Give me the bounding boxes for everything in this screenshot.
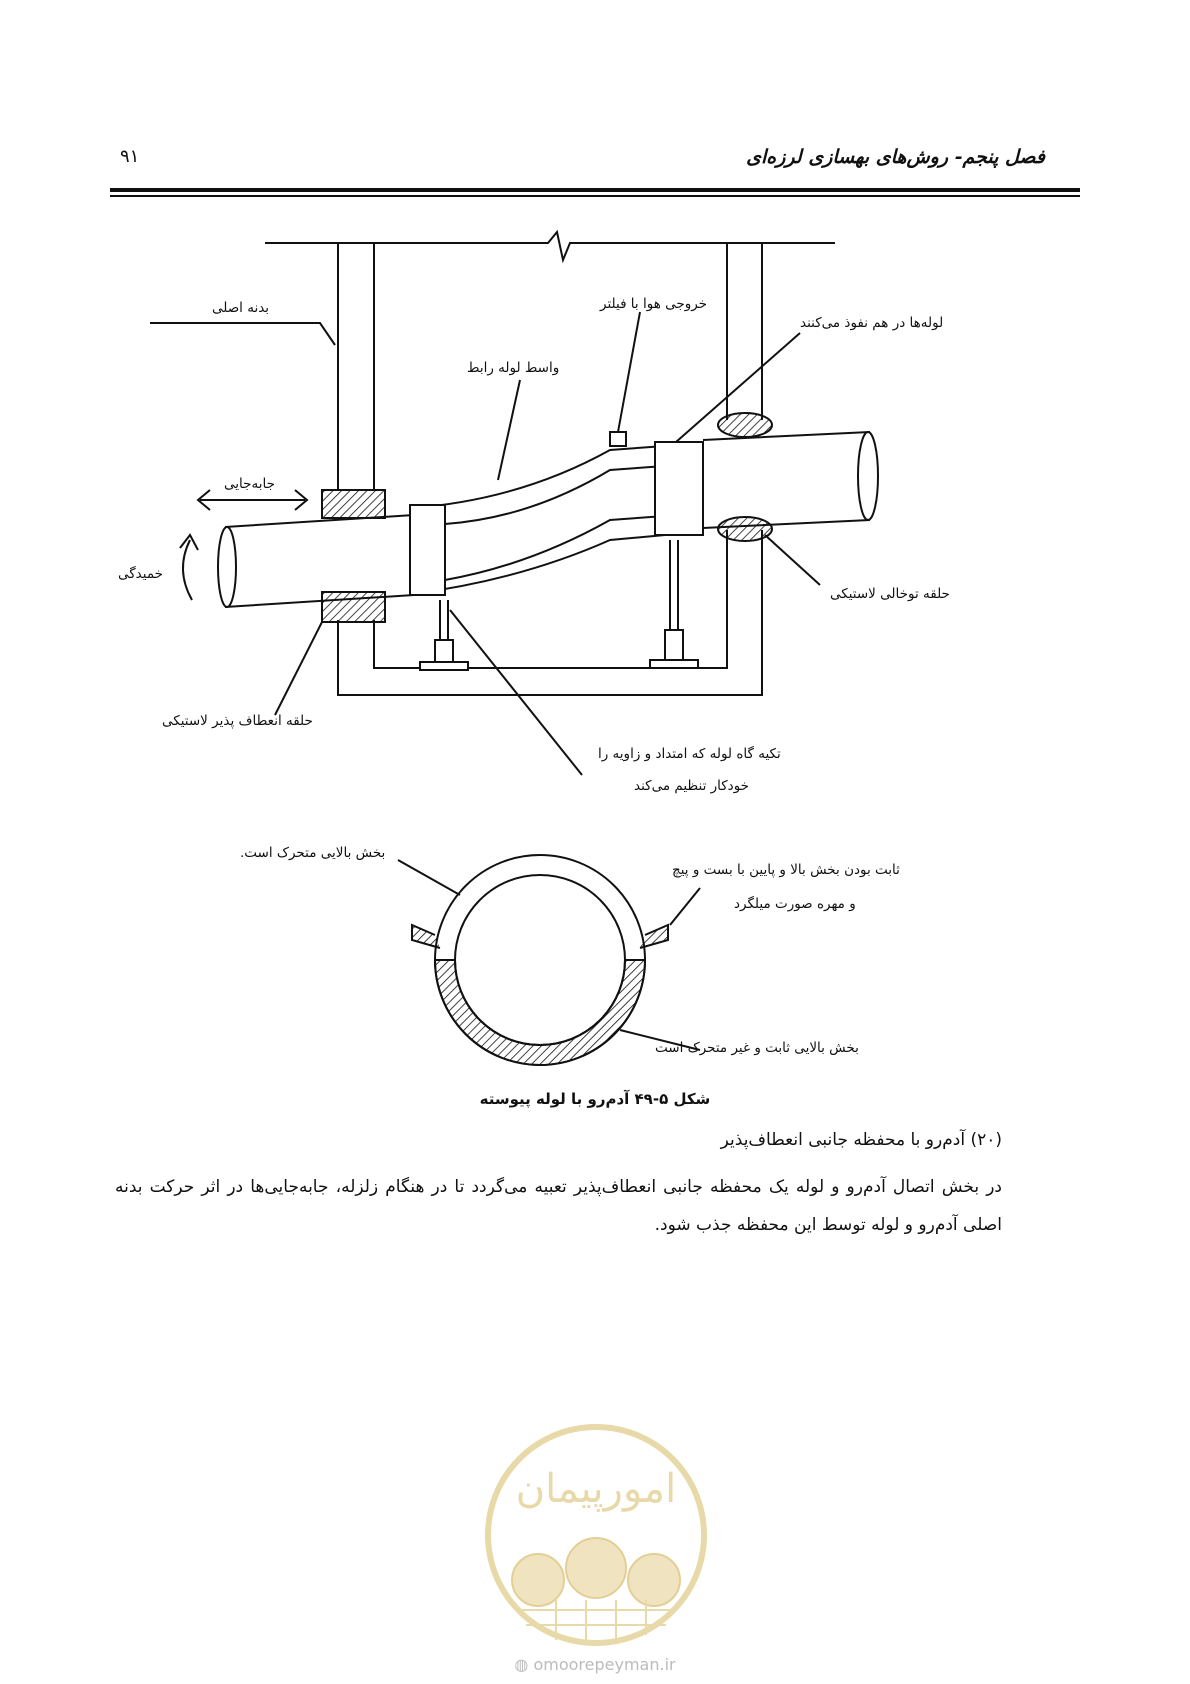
- watermark-logo: امورپیمان: [485, 1424, 707, 1646]
- label-bending: خمیدگی: [118, 566, 163, 582]
- header-rule-thin: [110, 195, 1080, 197]
- support-right: [649, 540, 699, 669]
- bending-arrow: [179, 533, 199, 601]
- figure-caption: شکل ۵-۴۹ آدم‌رو با لوله پیوسته: [479, 1090, 711, 1108]
- right-ring-bottom: [717, 516, 773, 542]
- right-pipe: [702, 431, 871, 529]
- page-number: ۹۱: [120, 146, 140, 167]
- manhole-base: [337, 530, 763, 696]
- top-slab-line: [265, 229, 835, 264]
- header-rule-thick: [110, 188, 1080, 192]
- displacement-arrow: [196, 489, 309, 511]
- watermark-logo-text: امورپیمان: [516, 1466, 676, 1512]
- watermark-url-text: omoorepeyman.ir: [533, 1655, 676, 1674]
- label-upper-movable: بخش بالایی متحرک است.: [240, 845, 386, 861]
- label-displacement: جابه‌جایی: [224, 476, 275, 492]
- label-main-body: بدنه اصلی: [212, 300, 270, 316]
- body-paragraph: در بخش اتصال آدم‌رو و لوله یک محفظه جانب…: [115, 1177, 1002, 1235]
- section-item-heading: (۲۰) آدم‌رو با محفظه جانبی انعطاف‌پذیر: [720, 1130, 1002, 1150]
- label-fixed-clamp-line1: ثابت بودن بخش بالا و پایین با بست و پیچ: [672, 862, 900, 878]
- label-coupling: واسط لوله رابط: [467, 360, 560, 376]
- pipe-cross-section: [397, 854, 701, 1066]
- label-pipes-penetrate: لوله‌ها در هم نفوذ می‌کنند: [800, 315, 944, 331]
- left-ring-top: [321, 489, 386, 519]
- globe-icon: ◍: [514, 1655, 529, 1674]
- label-fixed-clamp-line2: و مهره صورت میلگرد: [734, 896, 856, 912]
- label-support-line1: تکیه گاه لوله که امتداد و زاویه را: [598, 746, 781, 762]
- label-hollow-rubber-ring: حلقه توخالی لاستیکی: [830, 586, 950, 602]
- chapter-title: فصل پنجم- روش‌های بهسازی لرزه‌ای: [746, 146, 1045, 168]
- left-pipe: [224, 512, 446, 608]
- right-ring-top: [717, 412, 773, 438]
- label-air-outlet: خروجی هوا با فیلتر: [600, 296, 708, 312]
- air-outlet: [609, 431, 627, 447]
- label-flexible-rubber-ring: حلقه انعطاف پذیر لاستیکی: [162, 713, 313, 729]
- watermark-url: ◍ omoorepeyman.ir: [0, 1655, 1190, 1674]
- label-upper-fixed: بخش بالایی ثابت و غیر متحرک است: [655, 1040, 859, 1056]
- support-left: [419, 600, 469, 671]
- label-support-line2: خودکار تنظیم می‌کند: [634, 778, 750, 794]
